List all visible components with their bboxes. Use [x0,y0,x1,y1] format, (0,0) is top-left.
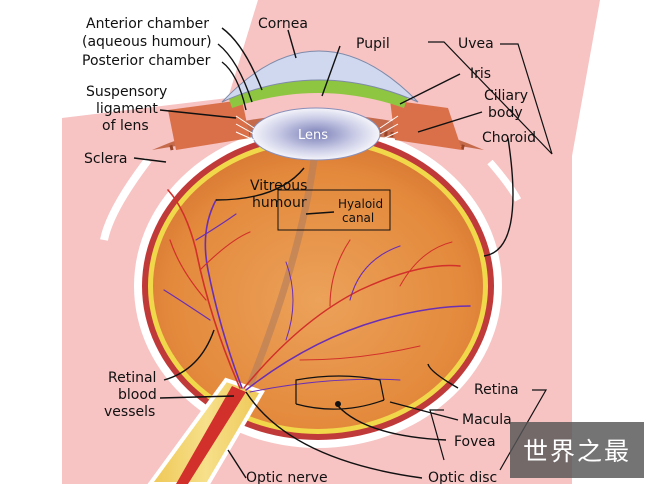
label-suspensory-2: ligament [96,101,158,117]
label-hyaloid-1: Hyaloid [338,197,383,211]
iris [228,78,408,108]
label-ciliary-2: body [488,105,523,121]
label-uvea: Uvea [458,36,494,52]
label-macula: Macula [462,412,512,428]
macula-bracket [295,375,385,404]
central-retinal-artery [176,386,246,484]
label-aqueous-humour: (aqueous humour) [82,34,212,50]
sclera-extension-left [100,157,152,241]
retinal-vessels [163,189,471,393]
label-iris: Iris [470,66,491,82]
hyaloid-label-box [277,189,391,231]
label-posterior-chamber: Posterior chamber [82,53,211,69]
label-vitreous-1: Vitreous [250,178,307,194]
label-sclera: Sclera [84,151,127,167]
ciliary-right [390,100,462,150]
upper-left-white [62,0,258,118]
label-hyaloid-2: canal [342,211,374,225]
label-pupil: Pupil [356,36,390,52]
label-optic-disc: Optic disc [428,470,497,484]
label-anterior-chamber: Anterior chamber [86,16,209,32]
label-suspensory-1: Suspensory [86,84,167,100]
label-retinal-1: Retinal [108,370,156,386]
watermark: 世界之最 [510,422,644,478]
suspensory-ligament-right [379,115,399,141]
macula-bracket-left [429,409,445,461]
label-vitreous-2: humour [252,195,307,211]
label-ciliary-1: Ciliary [484,88,528,104]
label-choroid: Choroid [482,130,536,146]
vitreous-body [153,143,483,429]
suspensory-ligament-left [235,115,255,141]
label-suspensory-3: of lens [102,118,149,134]
label-optic-nerve: Optic nerve [246,470,328,484]
label-retinal-3: vessels [104,404,155,420]
hyaloid-canal [244,159,318,392]
sclera-extension-right [487,159,522,202]
label-cornea: Cornea [258,16,308,32]
leader-lines [133,27,514,479]
cornea [221,50,419,103]
label-retinal-2: blood [118,387,157,403]
label-fovea: Fovea [454,434,496,450]
uvea-bracket-right [500,43,553,155]
uvea-bracket-left [428,41,553,155]
fovea-dot [335,401,341,407]
label-retina: Retina [474,382,519,398]
label-lens: Lens [298,128,328,143]
